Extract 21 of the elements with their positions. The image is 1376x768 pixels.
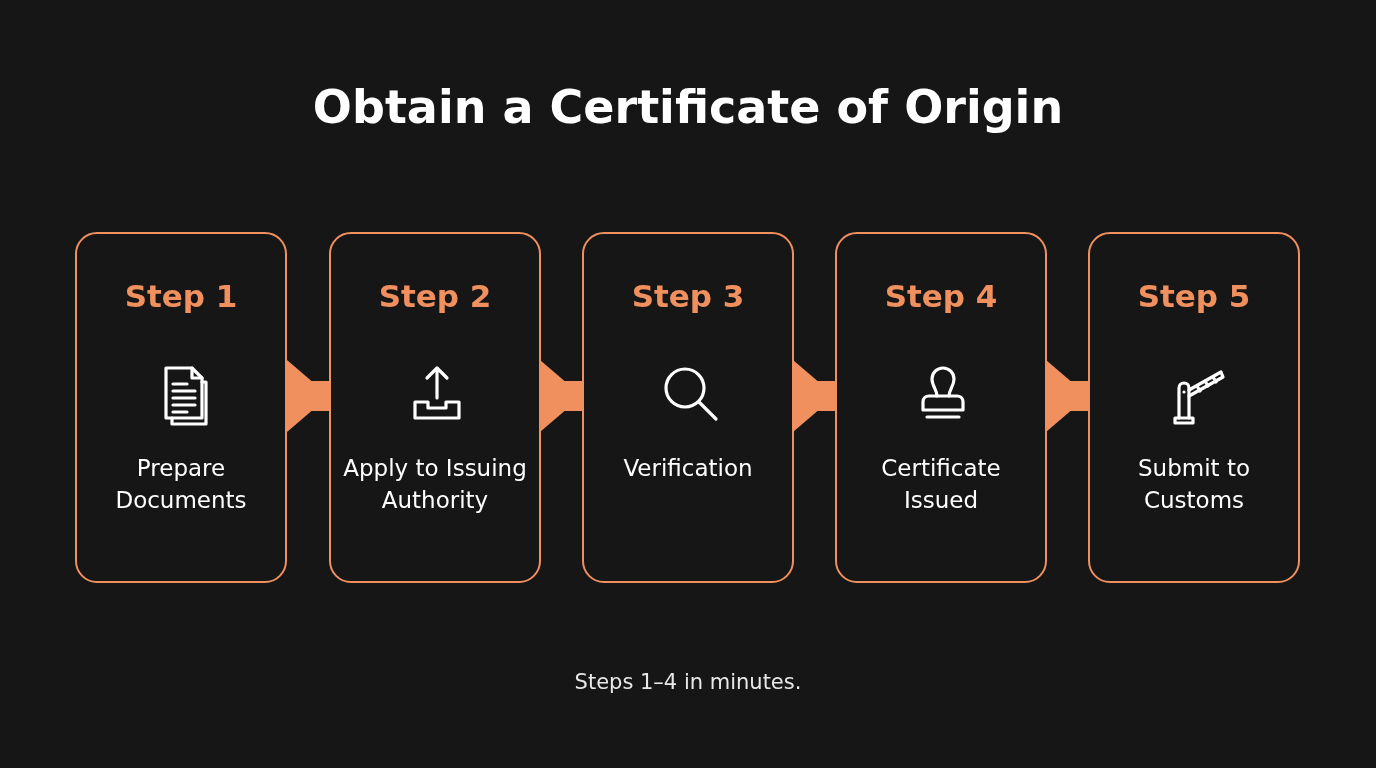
- step-label: Step 5: [1136, 278, 1252, 314]
- arrow: [540, 360, 582, 432]
- step-description: Prepare Documents: [114, 454, 248, 515]
- arrow: [1046, 360, 1088, 432]
- caption: Steps 1–4 in minutes.: [573, 670, 803, 694]
- step-description: Apply to Issuing Authority: [342, 454, 528, 515]
- step-label: Step 1: [123, 278, 239, 314]
- arrow: [793, 360, 835, 432]
- diagram-title: Obtain a Certificate of Origin: [311, 80, 1065, 134]
- step-description: Verification: [622, 454, 754, 483]
- step-card: [1088, 232, 1300, 583]
- step-description: Submit to Customs: [1137, 454, 1251, 515]
- step-card: [582, 232, 794, 583]
- step-card: [75, 232, 287, 583]
- arrow: [287, 360, 329, 432]
- step-card: [835, 232, 1047, 583]
- step-label: Step 4: [883, 278, 999, 314]
- step-label: Step 3: [630, 278, 746, 314]
- step-card: [329, 232, 541, 583]
- step-description: Certificate Issued: [880, 454, 1002, 515]
- step-label: Step 2: [377, 278, 493, 314]
